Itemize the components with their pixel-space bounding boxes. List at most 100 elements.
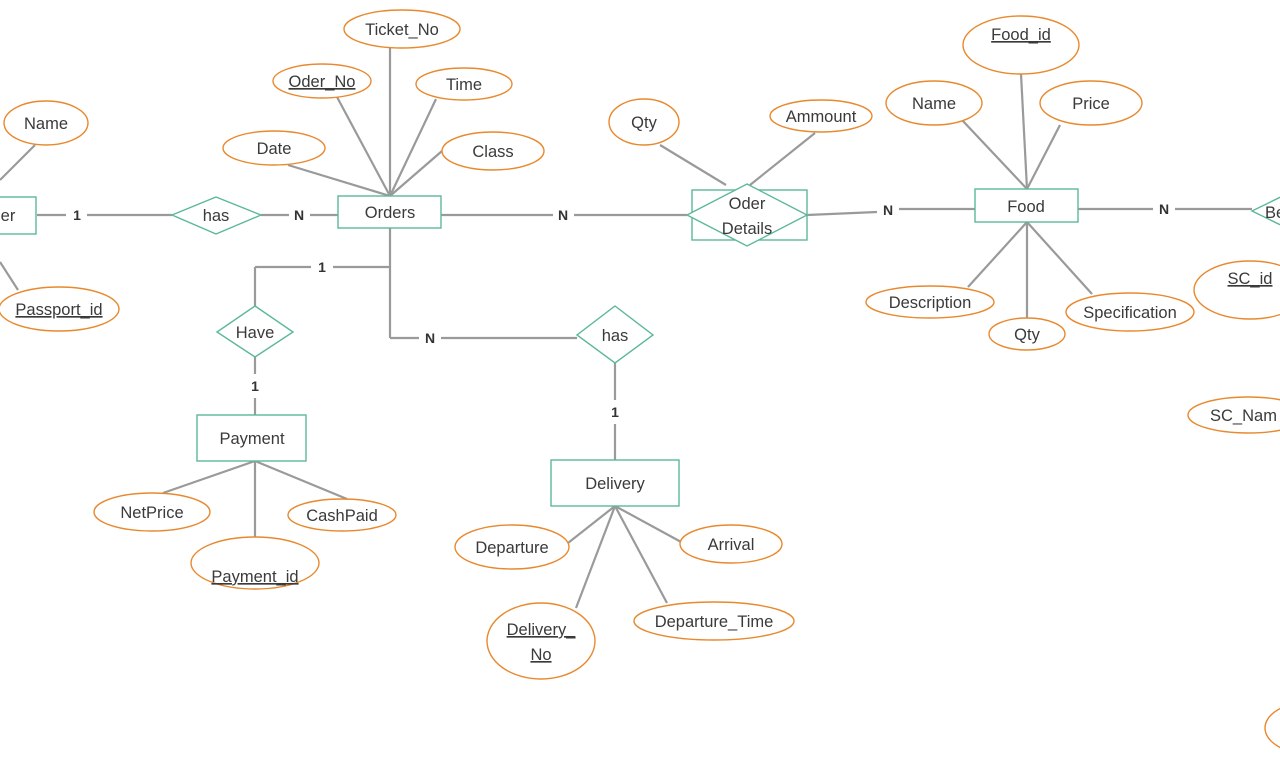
attribute-food-name[interactable]: Name xyxy=(885,80,983,126)
have-label: Have xyxy=(236,324,275,342)
line-orders-class xyxy=(389,150,443,197)
attribute-customer-passport-id[interactable]: Passport_id xyxy=(0,286,120,332)
has-customer-orders-diamond xyxy=(170,196,263,235)
attribute-food-description-label: Description xyxy=(889,294,972,312)
attribute-oder-details-ammount[interactable]: Ammount xyxy=(769,99,873,133)
line-food-name xyxy=(961,119,1028,190)
attribute-orders-ticket-no[interactable]: Ticket_No xyxy=(343,9,461,49)
attribute-payment-payment-id[interactable]: Payment_id xyxy=(190,536,320,590)
connector-lines xyxy=(0,48,1252,609)
line-oderdetails-food xyxy=(806,210,878,217)
attribute-offscreen-partial[interactable] xyxy=(1264,702,1280,754)
cardinality-orders-have: 1 xyxy=(318,259,326,275)
belongs-label: Be xyxy=(1265,204,1280,222)
attribute-delivery-delivery-no[interactable]: Delivery_ No xyxy=(486,602,596,680)
line-food-foodid xyxy=(1019,73,1029,190)
entity-payment[interactable]: Payment xyxy=(196,414,307,462)
attribute-food-qty-label: Qty xyxy=(1014,326,1040,344)
line-payment-cashpaid xyxy=(254,459,348,501)
attribute-sc-name[interactable]: SC_Nam xyxy=(1187,396,1280,434)
attribute-orders-time[interactable]: Time xyxy=(415,67,513,101)
cardinality-has-delivery: 1 xyxy=(611,404,619,420)
attribute-sc-id-label: SC_id xyxy=(1228,270,1273,288)
has-delivery-label: has xyxy=(602,327,629,345)
attribute-food-name-label: Name xyxy=(912,95,956,113)
line-oderdetails-qty xyxy=(659,144,727,186)
line-orders-date xyxy=(287,163,391,198)
has-delivery-diamond xyxy=(575,305,655,364)
line-customer-passport xyxy=(0,261,19,291)
attribute-orders-class-label: Class xyxy=(472,143,513,161)
attribute-delivery-departure-time-label: Departure_Time xyxy=(655,613,774,631)
attribute-delivery-departure-time[interactable]: Departure_Time xyxy=(633,601,795,641)
oder-details-label-line1: Oder xyxy=(729,195,766,213)
attribute-delivery-departure[interactable]: Departure xyxy=(454,524,570,570)
line-payment-netprice xyxy=(162,459,256,495)
entity-customer-label: er xyxy=(1,207,16,225)
attribute-sc-id[interactable]: SC_id xyxy=(1193,260,1280,320)
attribute-food-food-id[interactable]: Food_id xyxy=(962,15,1080,75)
attribute-orders-oder-no[interactable]: Oder_No xyxy=(272,63,372,99)
entity-orders-box xyxy=(337,195,442,229)
relationship-belongs[interactable]: Be xyxy=(1250,190,1280,232)
line-food-description xyxy=(967,221,1028,288)
line-delivery-departure xyxy=(567,505,616,544)
line-delivery-deliveryno xyxy=(574,505,617,609)
cardinality-has-orders: N xyxy=(294,207,304,223)
attribute-payment-netprice[interactable]: NetPrice xyxy=(93,492,211,532)
entity-payment-box xyxy=(196,414,307,462)
entity-payment-label: Payment xyxy=(219,430,285,448)
line-delivery-departuretime xyxy=(614,505,668,604)
cardinality-oder-details-food: N xyxy=(883,202,893,218)
attribute-customer-name[interactable]: Name xyxy=(3,100,89,146)
attribute-sc-name-label: SC_Nam xyxy=(1210,407,1277,425)
entity-customer-box xyxy=(0,196,37,235)
attribute-oder-details-qty[interactable]: Qty xyxy=(608,98,680,146)
attribute-payment-cashpaid[interactable]: CashPaid xyxy=(287,498,397,532)
relationship-have-orders-payment[interactable]: Have xyxy=(215,305,295,358)
attribute-delivery-arrival[interactable]: Arrival xyxy=(679,524,783,564)
attribute-orders-oder-no-label: Oder_No xyxy=(289,73,356,91)
attribute-payment-cashpaid-label: CashPaid xyxy=(306,507,378,525)
attribute-oder-details-ammount-label: Ammount xyxy=(786,108,857,126)
attribute-customer-name-label: Name xyxy=(24,115,68,133)
line-food-price xyxy=(1026,124,1061,190)
entity-delivery[interactable]: Delivery xyxy=(550,459,680,507)
associative-entity-oder-details[interactable]: Oder Details xyxy=(685,183,809,247)
line-customer-name xyxy=(0,144,36,181)
attribute-customer-passport-id-label: Passport_id xyxy=(15,301,102,319)
cardinality-orders-oder-details: N xyxy=(558,207,568,223)
attribute-delivery-delivery-no-label-line1: Delivery_ xyxy=(507,621,577,639)
belongs-diamond xyxy=(1250,196,1280,226)
attribute-payment-netprice-label: NetPrice xyxy=(120,504,183,522)
entity-customer[interactable]: er xyxy=(0,196,37,235)
entity-food[interactable]: Food xyxy=(974,188,1079,223)
attribute-oder-details-qty-label: Qty xyxy=(631,114,657,132)
attribute-payment-payment-id-label: Payment_id xyxy=(211,568,298,586)
attribute-food-qty[interactable]: Qty xyxy=(988,317,1066,351)
has-customer-orders-label: has xyxy=(203,207,230,225)
attribute-delivery-delivery-no-label-line2: No xyxy=(530,646,551,664)
attribute-food-price[interactable]: Price xyxy=(1039,80,1143,126)
attribute-food-specification[interactable]: Specification xyxy=(1065,292,1195,332)
entity-orders[interactable]: Orders xyxy=(337,195,442,229)
entity-delivery-label: Delivery xyxy=(585,475,645,493)
relationship-has-orders-delivery[interactable]: has xyxy=(575,305,655,364)
cardinality-labels: 1 N N N N 1 1 N 1 xyxy=(73,201,1169,420)
have-diamond xyxy=(215,305,295,358)
attribute-orders-class[interactable]: Class xyxy=(441,131,545,171)
relationship-has-customer-orders[interactable]: has xyxy=(170,196,263,235)
attribute-food-description[interactable]: Description xyxy=(865,285,995,319)
attribute-food-specification-label: Specification xyxy=(1083,304,1177,322)
line-orders-oderno xyxy=(336,96,391,197)
attribute-orders-ticket-no-label: Ticket_No xyxy=(365,21,439,39)
attribute-delivery-departure-label: Departure xyxy=(475,539,548,557)
attribute-orders-date[interactable]: Date xyxy=(222,130,326,166)
attribute-orders-date-label: Date xyxy=(257,140,292,158)
cardinality-food-belongs: N xyxy=(1159,201,1169,217)
oder-details-diamond xyxy=(685,183,809,247)
line-oderdetails-ammount xyxy=(749,132,816,186)
attribute-orders-time-label: Time xyxy=(446,76,482,94)
attribute-food-price-label: Price xyxy=(1072,95,1110,113)
